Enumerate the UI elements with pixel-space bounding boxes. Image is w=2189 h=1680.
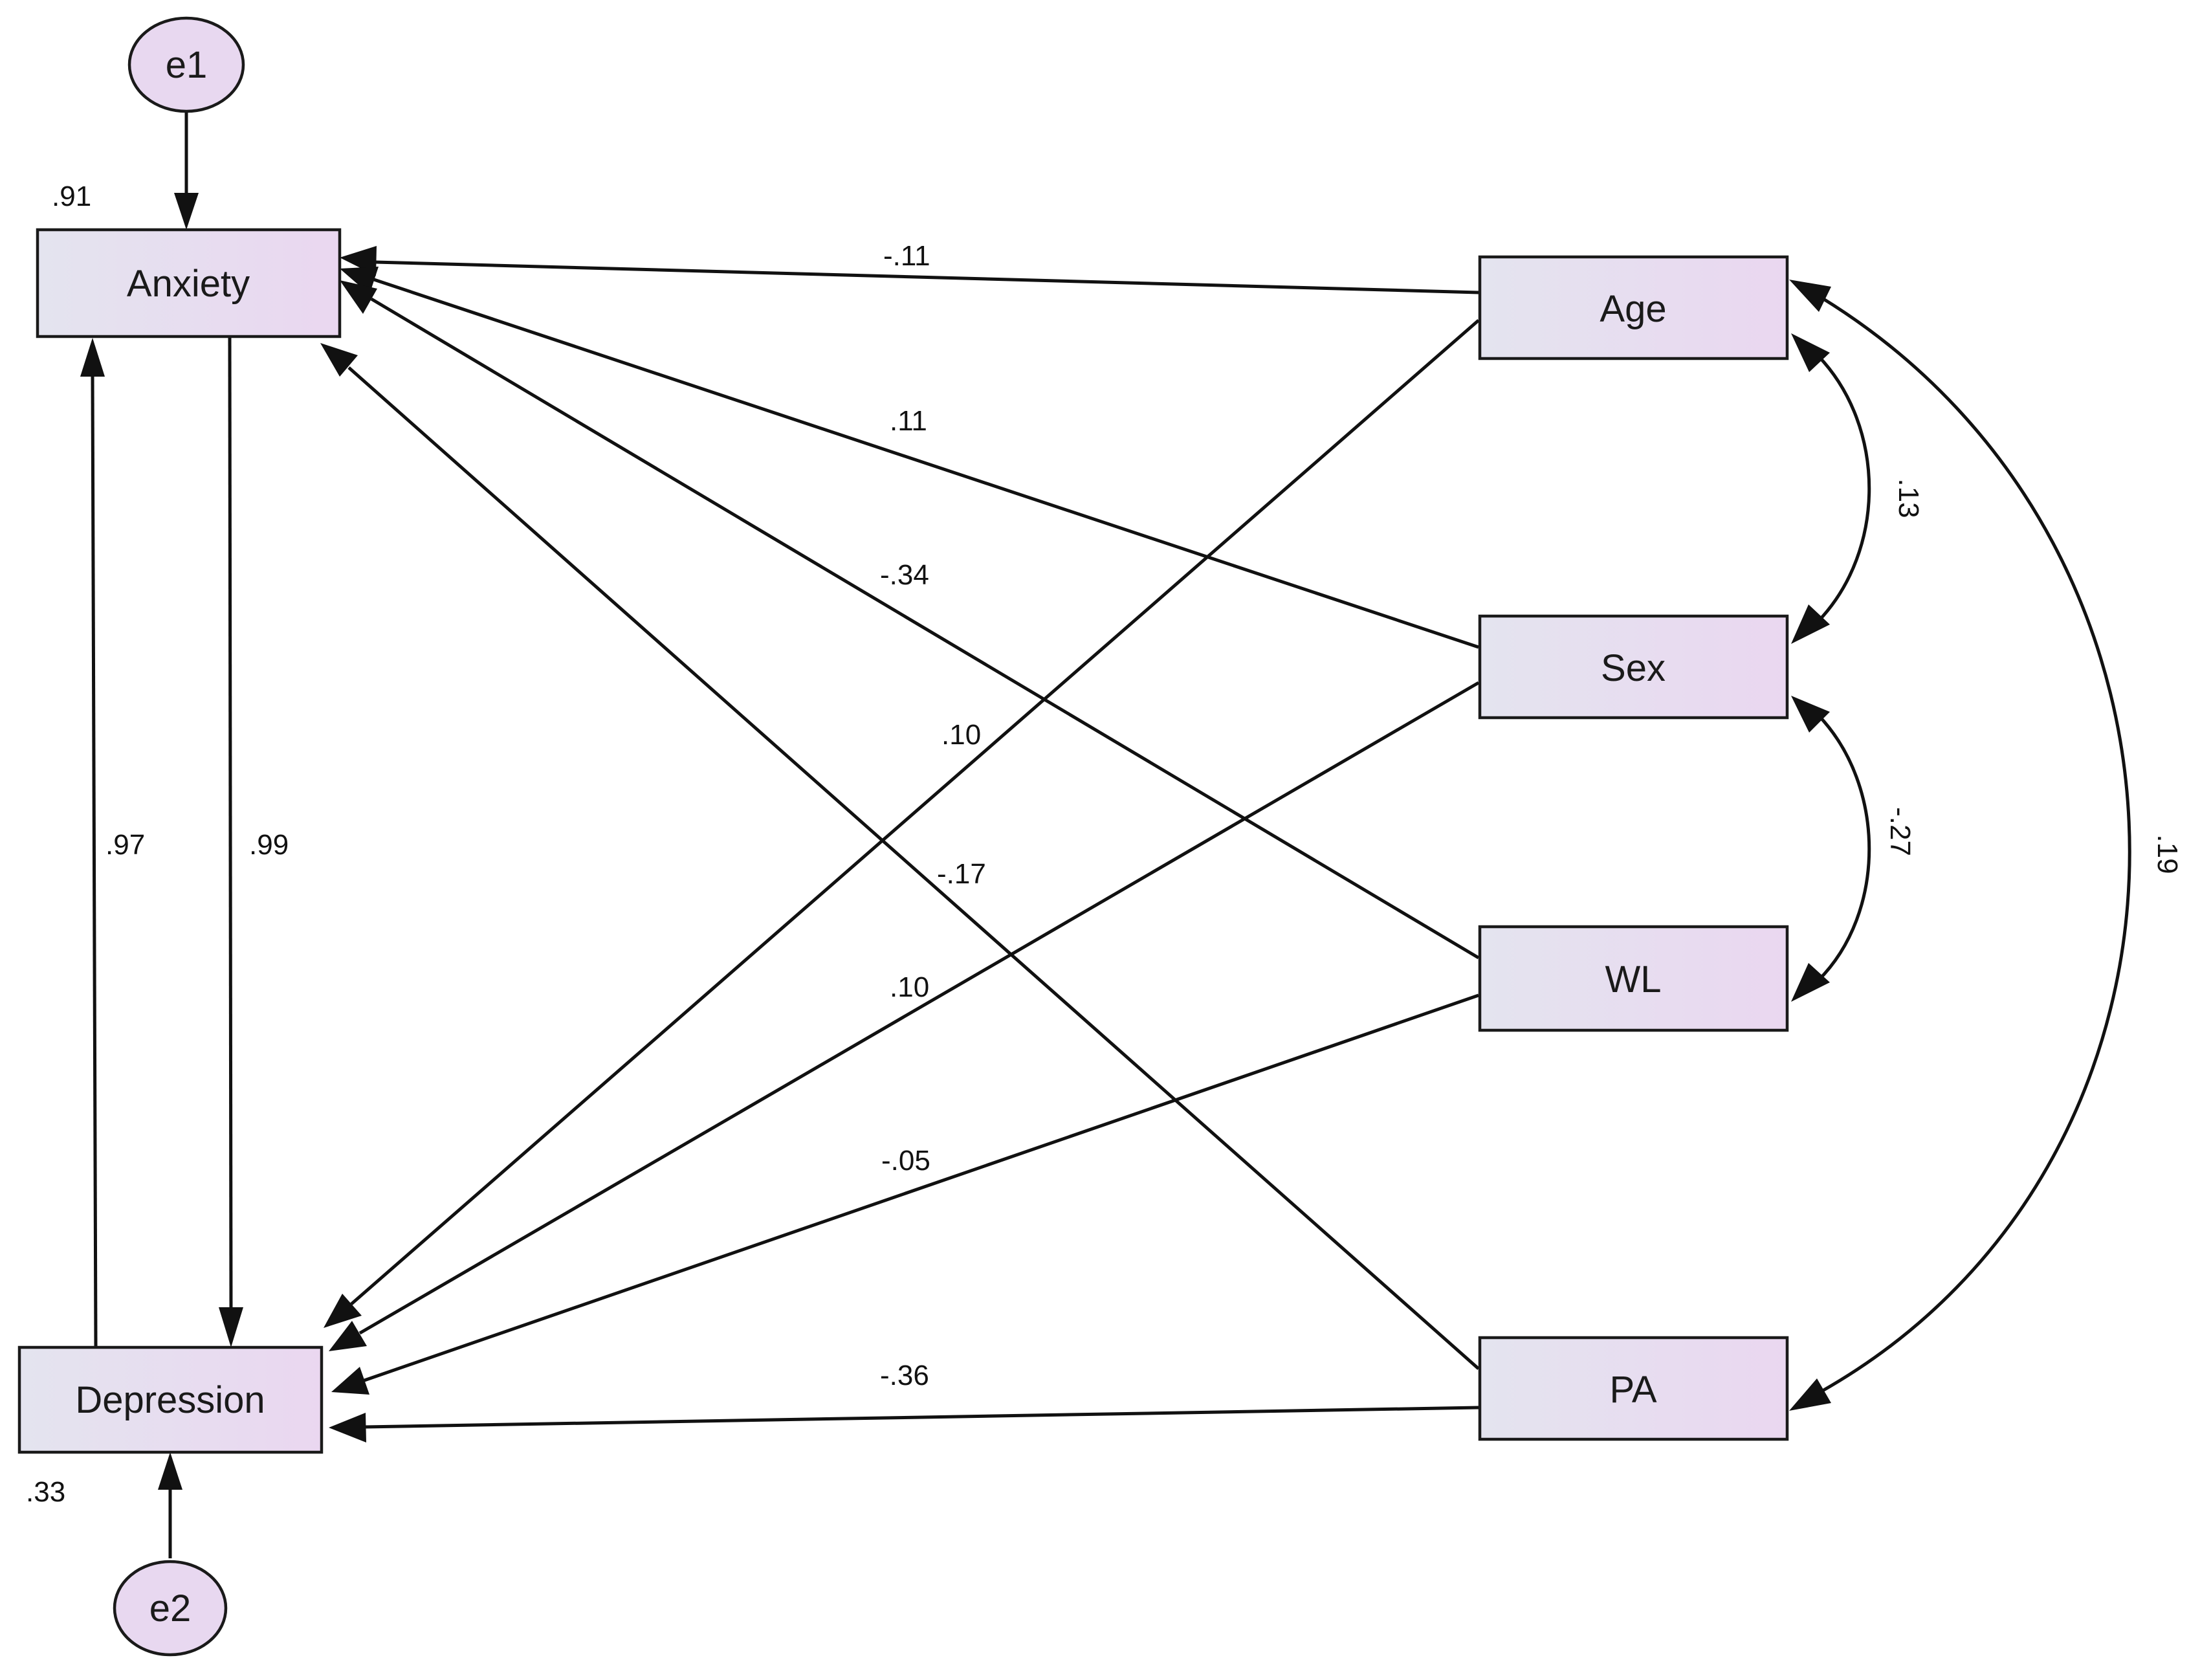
node-age[interactable] [1478,255,1789,360]
path-wl-anxiety [370,297,1480,960]
arrowhead-wl-anxiety [340,280,377,314]
cov-label-age-pa: .19 [2151,834,2183,874]
path-pa-depression [364,1406,1479,1429]
node-anxiety[interactable] [36,228,342,338]
node-e1-label: e1 [166,44,208,86]
coef-pa-anxiety: -.17 [937,858,986,890]
coef-sex-depression: .10 [890,971,929,1003]
cov-sex-wl [1817,714,1871,982]
arrowhead-cov-sex-wl-bottom [1791,963,1830,1002]
coef-age-depression: .10 [941,719,981,751]
coef-age-anxiety: -.11 [883,240,930,272]
coef-wl-anxiety: -.34 [880,559,929,591]
arrowhead-e2-depression [158,1452,182,1490]
arrowhead-depression-anxiety [80,338,105,377]
r2-anxiety: .91 [52,181,91,212]
arrowhead-cov-sex-wl-top [1791,696,1830,733]
cov-label-sex-wl: -.27 [1884,807,1916,856]
coef-pa-depression: -.36 [880,1360,929,1391]
node-wl[interactable] [1478,925,1789,1032]
arrowhead-pa-depression [329,1413,366,1442]
node-sex[interactable] [1478,614,1789,720]
cov-label-age-sex: .13 [1893,478,1924,518]
path-age-depression [350,319,1480,1305]
arrowhead-wl-depression [331,1367,369,1395]
coef-anxiety-depression: .99 [249,829,289,861]
arrowhead-pa-anxiety [320,343,358,377]
path-sex-anxiety [373,278,1479,649]
arrowhead-age-depression [324,1294,362,1328]
path-wl-depression [364,993,1479,1382]
arrowhead-cov-age-pa-top [1789,280,1831,312]
node-sex-label: Sex [1601,647,1666,689]
path-depression-anxiety [91,375,98,1347]
arrowhead-sex-depression [329,1321,367,1351]
node-e2[interactable] [113,1560,228,1657]
path-pa-anxiety [347,366,1480,1370]
node-e2-label: e2 [149,1587,192,1630]
node-depression[interactable] [17,1345,324,1454]
node-pa[interactable] [1478,1336,1789,1441]
path-sex-depression [358,681,1480,1335]
arrowhead-cov-age-sex-bottom [1791,604,1830,644]
node-anxiety-label: Anxiety [127,263,250,305]
coef-depression-anxiety: .97 [105,829,145,861]
arrowhead-anxiety-depression [219,1307,243,1347]
r2-depression: .33 [26,1476,65,1508]
coef-sex-anxiety: .11 [890,405,927,437]
node-pa-label: PA [1609,1369,1656,1411]
node-age-label: Age [1600,288,1666,330]
cov-age-sex [1817,355,1871,623]
node-e1[interactable] [127,16,245,113]
coef-wl-depression: -.05 [881,1145,930,1177]
node-depression-label: Depression [75,1379,265,1421]
arrowhead-e1-anxiety [174,193,199,230]
arrowhead-cov-age-pa-bottom [1789,1378,1831,1411]
arrowhead-cov-age-sex-top [1791,333,1830,372]
path-age-anxiety [375,260,1479,294]
cov-age-pa [1820,296,2131,1393]
node-wl-label: WL [1605,958,1662,1000]
path-anxiety-depression [228,337,233,1309]
